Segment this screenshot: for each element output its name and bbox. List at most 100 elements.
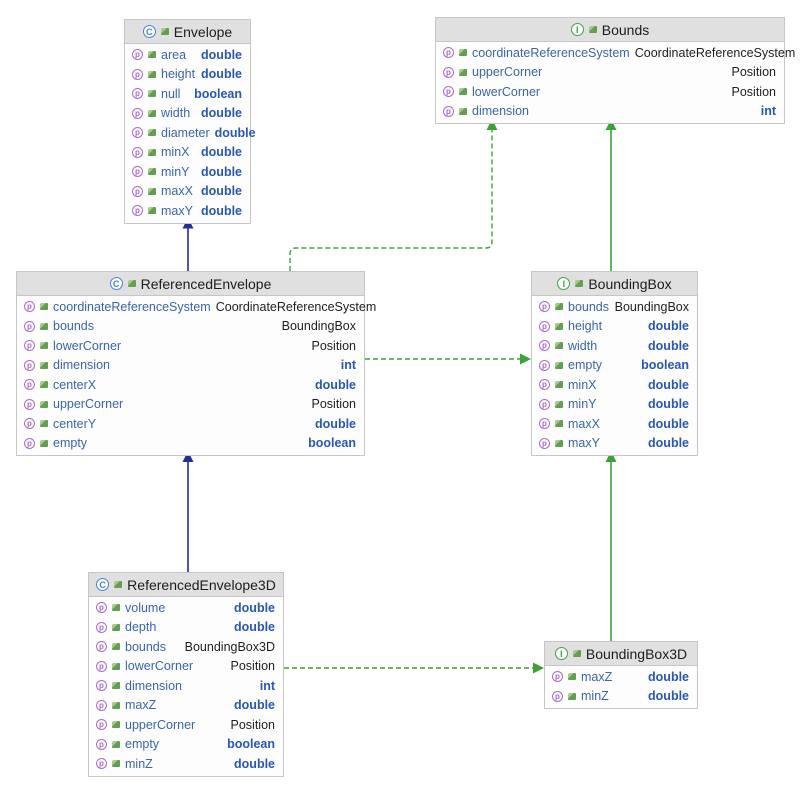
member-type: Position — [731, 65, 776, 80]
member-name: maxX — [161, 184, 193, 199]
member-type: int — [259, 678, 275, 693]
member-name: lowerCorner — [472, 84, 541, 99]
extends-arrow-referencedenvelope3d-referencedenvelope[interactable] — [182, 451, 194, 572]
class-modifier-icon — [114, 581, 123, 588]
member-modifier-icon — [112, 740, 120, 748]
implements-arrow-referencedenvelope-boundingbox[interactable] — [365, 353, 531, 365]
member-name: lowerCorner — [53, 338, 122, 353]
member-type: boolean — [308, 436, 356, 451]
member-modifier-icon — [112, 721, 120, 729]
member-name: coordinateReferenceSystem — [53, 299, 211, 314]
member-name: centerY — [53, 416, 97, 431]
member-modifier-icon — [148, 129, 156, 137]
member-type: BoundingBox3D — [184, 639, 275, 654]
extends-arrow-referencedenvelope-envelope[interactable] — [182, 217, 194, 272]
implements-arrow-referencedenvelope3d-boundingbox3d[interactable] — [284, 662, 544, 674]
member-name: null — [161, 86, 181, 101]
member-type: Position — [230, 717, 275, 732]
class-modifier-icon — [588, 26, 597, 33]
property-icon: p — [443, 105, 454, 117]
class-title: ReferencedEnvelope — [140, 275, 272, 292]
extends-arrow-boundingbox-bounds[interactable] — [605, 119, 617, 271]
member-name: empty — [125, 737, 160, 752]
property-icon: p — [132, 205, 143, 217]
member-name: dimension — [472, 104, 529, 119]
member-modifier-icon — [148, 70, 156, 78]
implements-arrow-referencedenvelope-bounds[interactable] — [289, 119, 498, 271]
member-name: upperCorner — [125, 717, 196, 732]
property-icon: p — [96, 621, 107, 633]
member-type: double — [315, 377, 356, 392]
member-type: CoordinateReferenceSystem — [215, 299, 377, 314]
member-modifier-icon — [555, 303, 563, 311]
extends-arrow-boundingbox3d-boundingbox[interactable] — [605, 451, 617, 641]
member-name: bounds — [125, 639, 167, 654]
member-type: double — [648, 397, 689, 412]
property-icon: p — [96, 660, 107, 672]
member-row[interactable]: p coordinateReferenceSystem CoordinateRefe… — [17, 297, 376, 317]
member-modifier-icon — [459, 68, 467, 76]
member-type: double — [648, 436, 689, 451]
member-type: Position — [311, 338, 356, 353]
property-icon: p — [24, 301, 35, 313]
member-name: upperCorner — [53, 397, 124, 412]
member-modifier-icon — [555, 381, 563, 389]
member-type: Position — [230, 659, 275, 674]
member-modifier-icon — [40, 439, 48, 447]
